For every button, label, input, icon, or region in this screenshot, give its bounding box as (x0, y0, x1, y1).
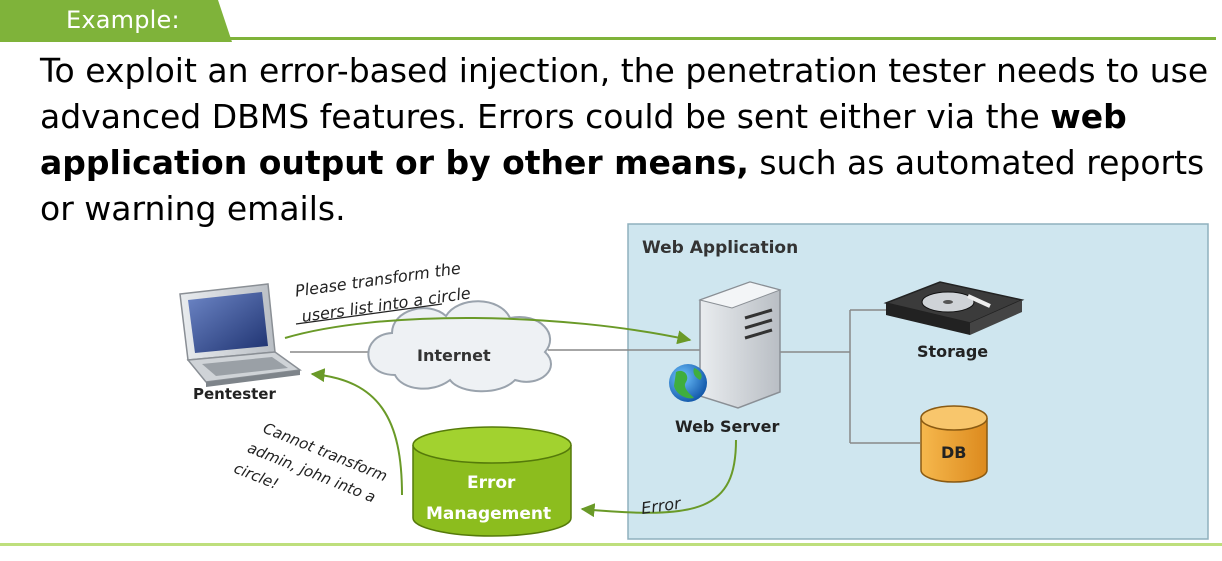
laptop-icon (179, 283, 302, 387)
error-management-label-2: Management (426, 504, 551, 524)
intro-paragraph: To exploit an error-based injection, the… (40, 48, 1215, 232)
web-server-icon (698, 281, 782, 409)
db-icon (920, 405, 988, 483)
example-tag-shape (0, 0, 232, 42)
globe-icon (669, 364, 707, 402)
paragraph-part1: To exploit an error-based injection, the… (40, 51, 1209, 136)
paragraph-bold: web application output or by other means… (40, 97, 1127, 182)
top-rule (226, 37, 1216, 40)
response-arrow (310, 368, 403, 496)
error-arrow (580, 439, 737, 518)
web-server-label: Web Server (675, 417, 780, 436)
example-tag: Example: (0, 0, 232, 42)
example-tag-label: Example: (66, 6, 180, 34)
pentester-label: Pentester (193, 385, 276, 403)
request-note-underline (295, 303, 443, 325)
web-application-title: Web Application (642, 238, 798, 258)
db-label: DB (941, 443, 966, 462)
internet-label: Internet (417, 346, 491, 365)
error-management-icon (412, 426, 572, 537)
storage-label: Storage (917, 342, 988, 361)
request-arrow (284, 316, 692, 345)
paragraph-part2: such as automated reports or warning ema… (40, 143, 1205, 228)
error-management-label-1: Error (467, 473, 516, 493)
storage-icon (883, 281, 1025, 335)
bottom-rule (0, 543, 1222, 546)
